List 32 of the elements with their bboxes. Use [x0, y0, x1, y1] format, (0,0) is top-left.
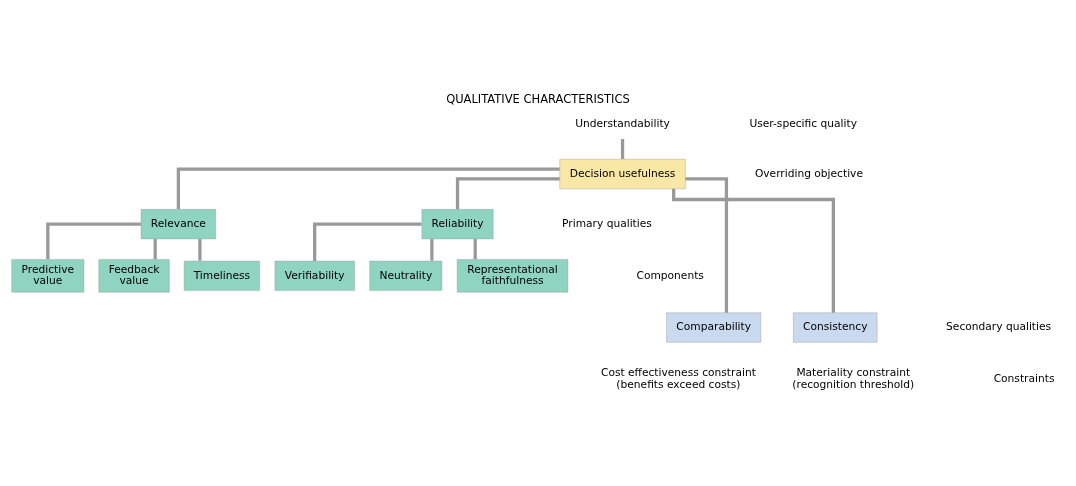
node-box: Neutrality — [369, 260, 443, 291]
connector — [672, 188, 835, 313]
label: Constraints — [993, 372, 1055, 386]
node-box: Relevance — [140, 209, 216, 240]
label: Materiality constraint (recognition threshold) — [792, 366, 915, 391]
connector — [430, 239, 434, 261]
label: Secondary qualities — [946, 320, 1052, 334]
connector — [313, 222, 422, 261]
connector — [685, 177, 729, 313]
connector — [176, 167, 560, 210]
connector — [153, 239, 157, 260]
label: Components — [636, 268, 704, 282]
node-box: Comparability — [666, 312, 762, 343]
label: Primary qualities — [562, 216, 652, 230]
node-box: Reliability — [421, 209, 494, 240]
label: Cost effectiveness constraint (benefits exceed costs) — [600, 366, 756, 391]
node-text: Understandability — [575, 116, 670, 130]
node-box: Consistency — [793, 312, 878, 343]
connector — [46, 222, 141, 260]
diagram-title: QUALITATIVE CHARACTERISTICS — [446, 91, 630, 106]
connector — [198, 239, 202, 261]
label: Overriding objective — [754, 166, 863, 180]
node-box: Predictive value — [11, 259, 85, 293]
connector — [455, 177, 560, 210]
node-box: Verifiability — [274, 260, 355, 291]
connector — [620, 138, 625, 159]
connector — [473, 239, 477, 260]
label: User-specific quality — [749, 116, 857, 130]
node-box: Representational faithfulness — [456, 259, 569, 293]
node-box: Decision usefulness — [559, 159, 686, 189]
node-box: Timeliness — [183, 260, 260, 291]
node-box: Feedback value — [98, 259, 170, 293]
